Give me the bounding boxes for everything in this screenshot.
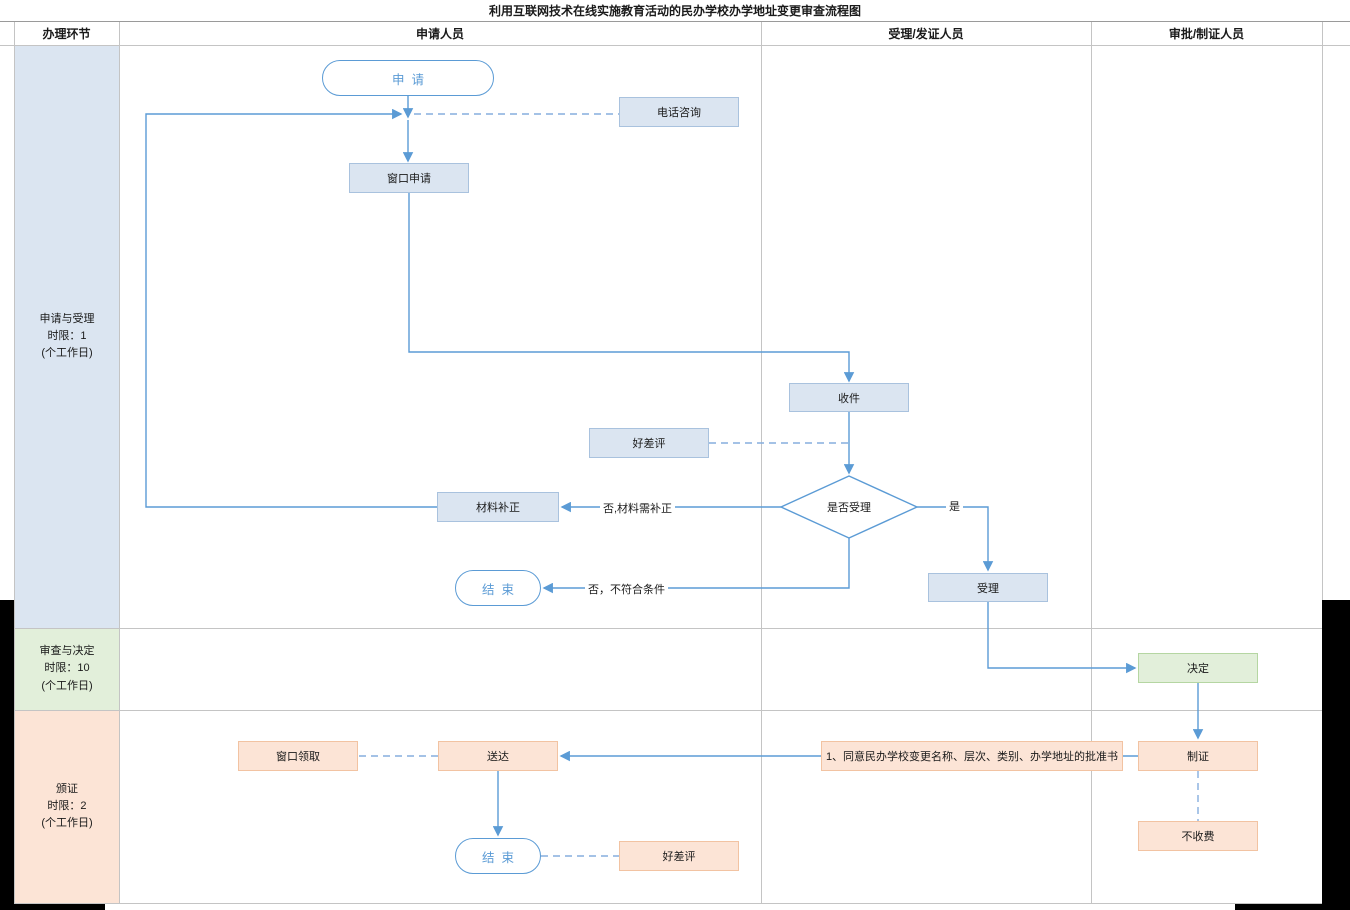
node-end-1: 结束 bbox=[455, 570, 541, 606]
column-header-acceptance: 受理/发证人员 bbox=[888, 27, 964, 41]
grid-line bbox=[14, 628, 1322, 629]
node-accept: 受理 bbox=[928, 573, 1048, 602]
lane-issue-cert: 颁证 时限：2 (个工作日) bbox=[15, 710, 119, 903]
grid-line bbox=[14, 903, 1322, 904]
lane-review-decide-label: 审查与决定 时限：10 (个工作日) bbox=[39, 645, 95, 692]
viewer-background-left bbox=[0, 600, 14, 910]
grid-line bbox=[14, 710, 1322, 711]
lane-apply-accept: 申请与受理 时限：1 (个工作日) bbox=[15, 45, 119, 628]
viewer-background-bottom-right bbox=[1235, 904, 1350, 910]
edge-label-no-fix: 否,材料需补正 bbox=[600, 500, 676, 516]
edge-label-yes: 是 bbox=[946, 498, 963, 514]
viewer-background-right bbox=[1322, 600, 1350, 910]
node-no-fee: 不收费 bbox=[1138, 821, 1258, 851]
lane-apply-accept-label: 申请与受理 时限：1 (个工作日) bbox=[39, 312, 95, 360]
edge-label-no-reject: 否，不符合条件 bbox=[585, 581, 668, 597]
lane-review-decide: 审查与决定 时限：10 (个工作日) bbox=[15, 628, 119, 710]
viewer-background-bottom-left bbox=[0, 904, 105, 910]
grid-line bbox=[0, 45, 1350, 46]
node-window-apply: 窗口申请 bbox=[349, 163, 469, 193]
node-start: 申请 bbox=[322, 60, 494, 96]
node-phone-consult: 电话咨询 bbox=[619, 97, 739, 127]
grid-line bbox=[1322, 22, 1323, 903]
node-end-2: 结束 bbox=[455, 838, 541, 874]
node-make-cert: 制证 bbox=[1138, 741, 1258, 771]
node-decide: 决定 bbox=[1138, 653, 1258, 683]
grid-line bbox=[14, 22, 15, 903]
page-title: 利用互联网技术在线实施教育活动的民办学校办学地址变更审查流程图 bbox=[0, 0, 1350, 22]
node-receive: 收件 bbox=[789, 383, 909, 412]
node-window-pickup: 窗口领取 bbox=[238, 741, 358, 771]
node-material-fix: 材料补正 bbox=[437, 492, 559, 522]
node-review-1: 好差评 bbox=[589, 428, 709, 458]
grid-line bbox=[761, 22, 762, 903]
grid-line bbox=[1091, 22, 1092, 903]
node-approval-doc: 1、同意民办学校变更名称、层次、类别、办学地址的批准书 bbox=[821, 741, 1123, 771]
node-review-2: 好差评 bbox=[619, 841, 739, 871]
node-decision-label: 是否受理 bbox=[827, 502, 871, 514]
column-header-approval: 审批/制证人员 bbox=[1168, 27, 1245, 41]
lane-issue-cert-label: 颁证 时限：2 (个工作日) bbox=[41, 782, 93, 830]
column-header-applicant: 申请人员 bbox=[415, 27, 464, 41]
column-header-steps: 办理环节 bbox=[42, 27, 91, 41]
grid-line bbox=[119, 22, 120, 903]
node-deliver: 送达 bbox=[438, 741, 558, 771]
